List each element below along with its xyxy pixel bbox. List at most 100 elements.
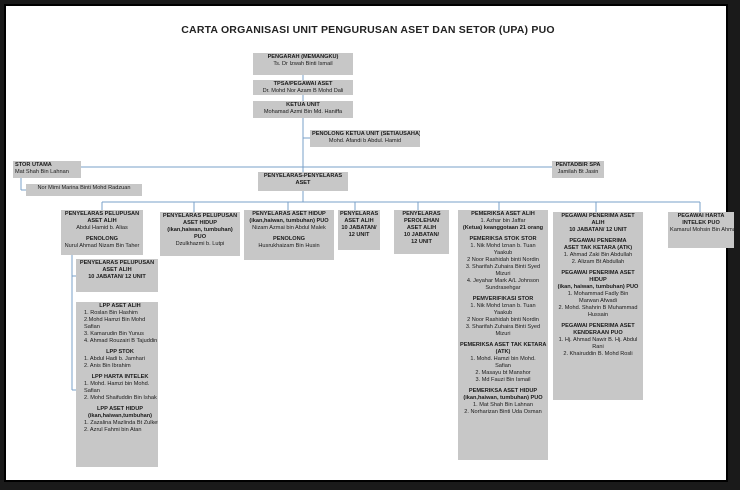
node-heading: ASET TAK KETARA (ATK) [563, 245, 633, 251]
node-text: Sundrasehgar [485, 285, 521, 291]
node-heading: PEGAWAI PENERIMA ASET [561, 270, 635, 276]
node-heading: ASET [295, 180, 311, 186]
node-text: Ts. Dr Izwah Binti Ismail [273, 61, 333, 67]
node-text: Yaakub [493, 310, 513, 316]
node-text: Safian [84, 388, 100, 394]
node-heading: TPSA/PEGAWAI ASET [273, 81, 333, 87]
node-heading: 10 JABATAN/ 12 UNIT [569, 227, 627, 233]
node-text: Husrukhaizam Bin Husin [258, 243, 320, 249]
node-text: 3. Md Fauzi Bin Ismail [475, 377, 531, 383]
node-text: 2. Khairuddin B. Mohd Rosli [563, 351, 633, 357]
node-text: 1. Abdul Hadi b. Jamhari [84, 356, 145, 362]
node-text: Hussain [587, 312, 609, 318]
node-heading: PEMERIKSA ASET HIDUP [468, 388, 538, 394]
node-heading: PENYELARAS [340, 211, 379, 217]
node-heading: 10 JABATAN/ [403, 232, 440, 238]
node-heading: (ikan,haiwan, tumbuhan) [167, 227, 233, 233]
node-text: Rani [592, 344, 604, 350]
node-text: 1. Hj. Ahmad Nawir B. Hj. Abdul [558, 337, 638, 343]
node-text: Mohamad Azmi Bin Md. Haniffa [263, 109, 343, 115]
node-text: 1. Nik Mohd Iznan b. Tuan [470, 303, 536, 309]
node-heading: ASET ALIH [406, 225, 437, 231]
node-heading: PENYELARAS ASET HIDUP [252, 211, 326, 217]
node-text: 2. Alizam Bt Abdullah [571, 259, 625, 265]
node-heading: PENYELARAS PELUPUSAN [162, 213, 238, 219]
node-heading: (ikan, haiwan, tumbuhan) PUO [557, 284, 639, 290]
node-heading: INTELEK PUO [682, 220, 720, 226]
node-text: 3. Sharifah Zuhaira Binti Syed [465, 264, 541, 270]
node-text: 1. Mat Shah Bin Lahnan [472, 402, 534, 408]
node-heading: ALIH [591, 220, 605, 226]
node-heading: PENOLONG KETUA UNIT (SETIAUSAHA) [312, 131, 420, 137]
node-heading: LPP ASET HIDUP [96, 406, 143, 412]
node-heading: ASET HIDUP [183, 220, 217, 226]
node-text: 1. Zazalina Mazlinda Bt Zulkefli [84, 420, 158, 426]
node-heading: PEGAWAI PENERIMA ASET [561, 323, 635, 329]
node-text: Nurul Ahmad Nizam Bin Taher [64, 243, 140, 249]
node-heading: PENYELARAS-PENYELARAS [263, 173, 343, 179]
node-heading: STOR UTAMA [15, 162, 52, 168]
node-text: Nizam Azmai bin Abdul Malek [252, 225, 326, 231]
node-text: Mat Shah Bin Lahnan [15, 169, 69, 175]
node-text: 2. Azrul Fahmi bin Atan [84, 427, 142, 433]
node-heading: 10 JABATAN/ [341, 225, 377, 231]
node-heading: (ikan,haiwan, tumbuhan) PUO [249, 218, 329, 224]
node-heading: PEROLEHAN [403, 218, 440, 224]
node-heading: 12 UNIT [348, 232, 370, 238]
node-text: Dzulkhazmi b. Lutpi [175, 241, 225, 247]
node-text: 2 Noor Rashidah binti Nordin [467, 317, 539, 323]
node-heading: LPP STOK [106, 349, 134, 355]
node-text: Yaakub [493, 250, 513, 256]
node-heading: LPP ASET ALIH [99, 303, 141, 309]
node-text: 2. Mohd Shaifuddin Bin Ishak [84, 395, 157, 401]
node-text: Kamarul Mohsin Bin Ahmad [670, 227, 734, 233]
node-text: Mohd. Afandi b Abdul. Hamid [328, 138, 402, 144]
node-text: Jamilah Bt Jasin [557, 169, 599, 175]
node-text: Dr. Mohd Nor Azam B Mohd Dali [262, 88, 344, 94]
node-heading: KENDERAAN PUO [573, 330, 623, 336]
node-heading: (ikan,haiwan, tumbuhan) PUO [463, 395, 543, 401]
node-heading: PENOLONG [85, 236, 118, 242]
node-text: 3. Sharifah Zuhaira Binti Syed [465, 324, 541, 330]
node-text: 1. Mohd. Hamzi bin Mohd. [84, 381, 150, 387]
node-heading: KETUA UNIT [286, 102, 320, 108]
chart-frame: CARTA ORGANISASI UNIT PENGURUSAN ASET DA… [4, 4, 734, 482]
node-text: Mizuri [495, 271, 511, 277]
node-text: 1. Roslan Bin Hashim [84, 310, 138, 316]
node-text: Nor Mimi Marina Binti Mohd Radzuan [37, 185, 131, 191]
node-heading: PENGARAH (MEMANGKU) [267, 54, 339, 60]
node-heading: PEGAWAI HARTA [677, 213, 725, 219]
node-text: 1. Nik Mohd Iznan b. Tuan [470, 243, 536, 249]
node-text: 3. Kamarudin Bin Yunus [84, 331, 144, 337]
node-text: Safian [84, 324, 100, 330]
node-text: 2. Norharizan Binti Uda Osman [464, 409, 542, 415]
node-heading: ASET ALIH [344, 218, 374, 224]
node-heading: (ikan,haiwan,tumbuhan) [87, 413, 153, 419]
node-text: 1. Mohammad Fadly Bin [567, 291, 629, 297]
node-heading: LPP HARTA INTELEK [91, 374, 149, 380]
node-heading: PEMERIKSA ASET TAK KETARA [460, 342, 547, 348]
node-heading: ASET ALIH [102, 267, 132, 273]
node-text: Safian [495, 363, 511, 369]
node-heading: PENYELARAS [402, 211, 441, 217]
node-heading: (ATK) [495, 349, 511, 355]
node-heading: HIDUP [589, 277, 607, 283]
node-text: 4. Jeyahar Mark A/L Johnson [466, 278, 540, 284]
node-text: 4. Ahmad Rouzairi B Tajuddin [84, 338, 158, 344]
node-heading: 12 UNIT [411, 239, 432, 245]
node-text: 2 Noor Rashidah binti Nordin [467, 257, 539, 263]
node-text: 2.Mohd Hamzi Bin Mohd [84, 317, 146, 323]
node-heading: PENTADBIR SPA [555, 162, 601, 168]
node-heading: 10 JABATAN/ 12 UNIT [88, 274, 146, 280]
node-text: 2. Anis Bin Ibrahim [84, 363, 131, 369]
